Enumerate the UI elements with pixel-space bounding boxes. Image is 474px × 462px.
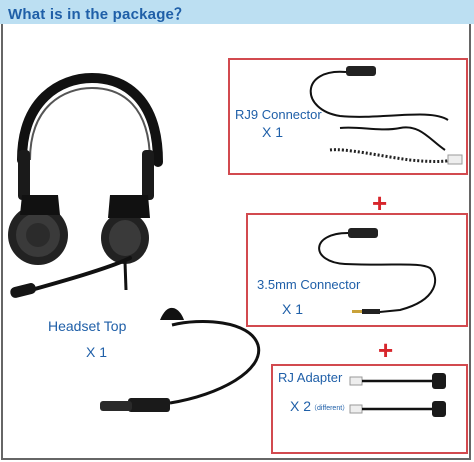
- rj-adapter-label: RJ Adapter: [278, 370, 343, 385]
- content-frame: [1, 24, 471, 460]
- rj9-connector-image: [309, 66, 463, 165]
- headset-top-label: Headset Top: [48, 318, 127, 334]
- rj-adapter-image: [349, 373, 446, 417]
- rj-adapter-note: （different）: [310, 405, 350, 412]
- rj-adapter-qty: X 2: [290, 398, 312, 414]
- plus-sign-1: +: [372, 188, 388, 218]
- headset-image: [8, 72, 163, 298]
- title-bar: [0, 0, 474, 24]
- plus-sign-2: +: [378, 335, 394, 365]
- 35mm-connector-qty: X 1: [282, 301, 304, 317]
- headset-top-image: [100, 307, 261, 412]
- 35mm-connector-image: [318, 228, 437, 314]
- headset-top-qty: X 1: [86, 344, 108, 360]
- page-title: What is in the package？: [8, 6, 190, 23]
- rj9-connector-label: RJ9 Connector: [235, 107, 322, 122]
- 35mm-connector-label: 3.5mm Connector: [257, 277, 361, 292]
- rj9-connector-qty: X 1: [262, 124, 284, 140]
